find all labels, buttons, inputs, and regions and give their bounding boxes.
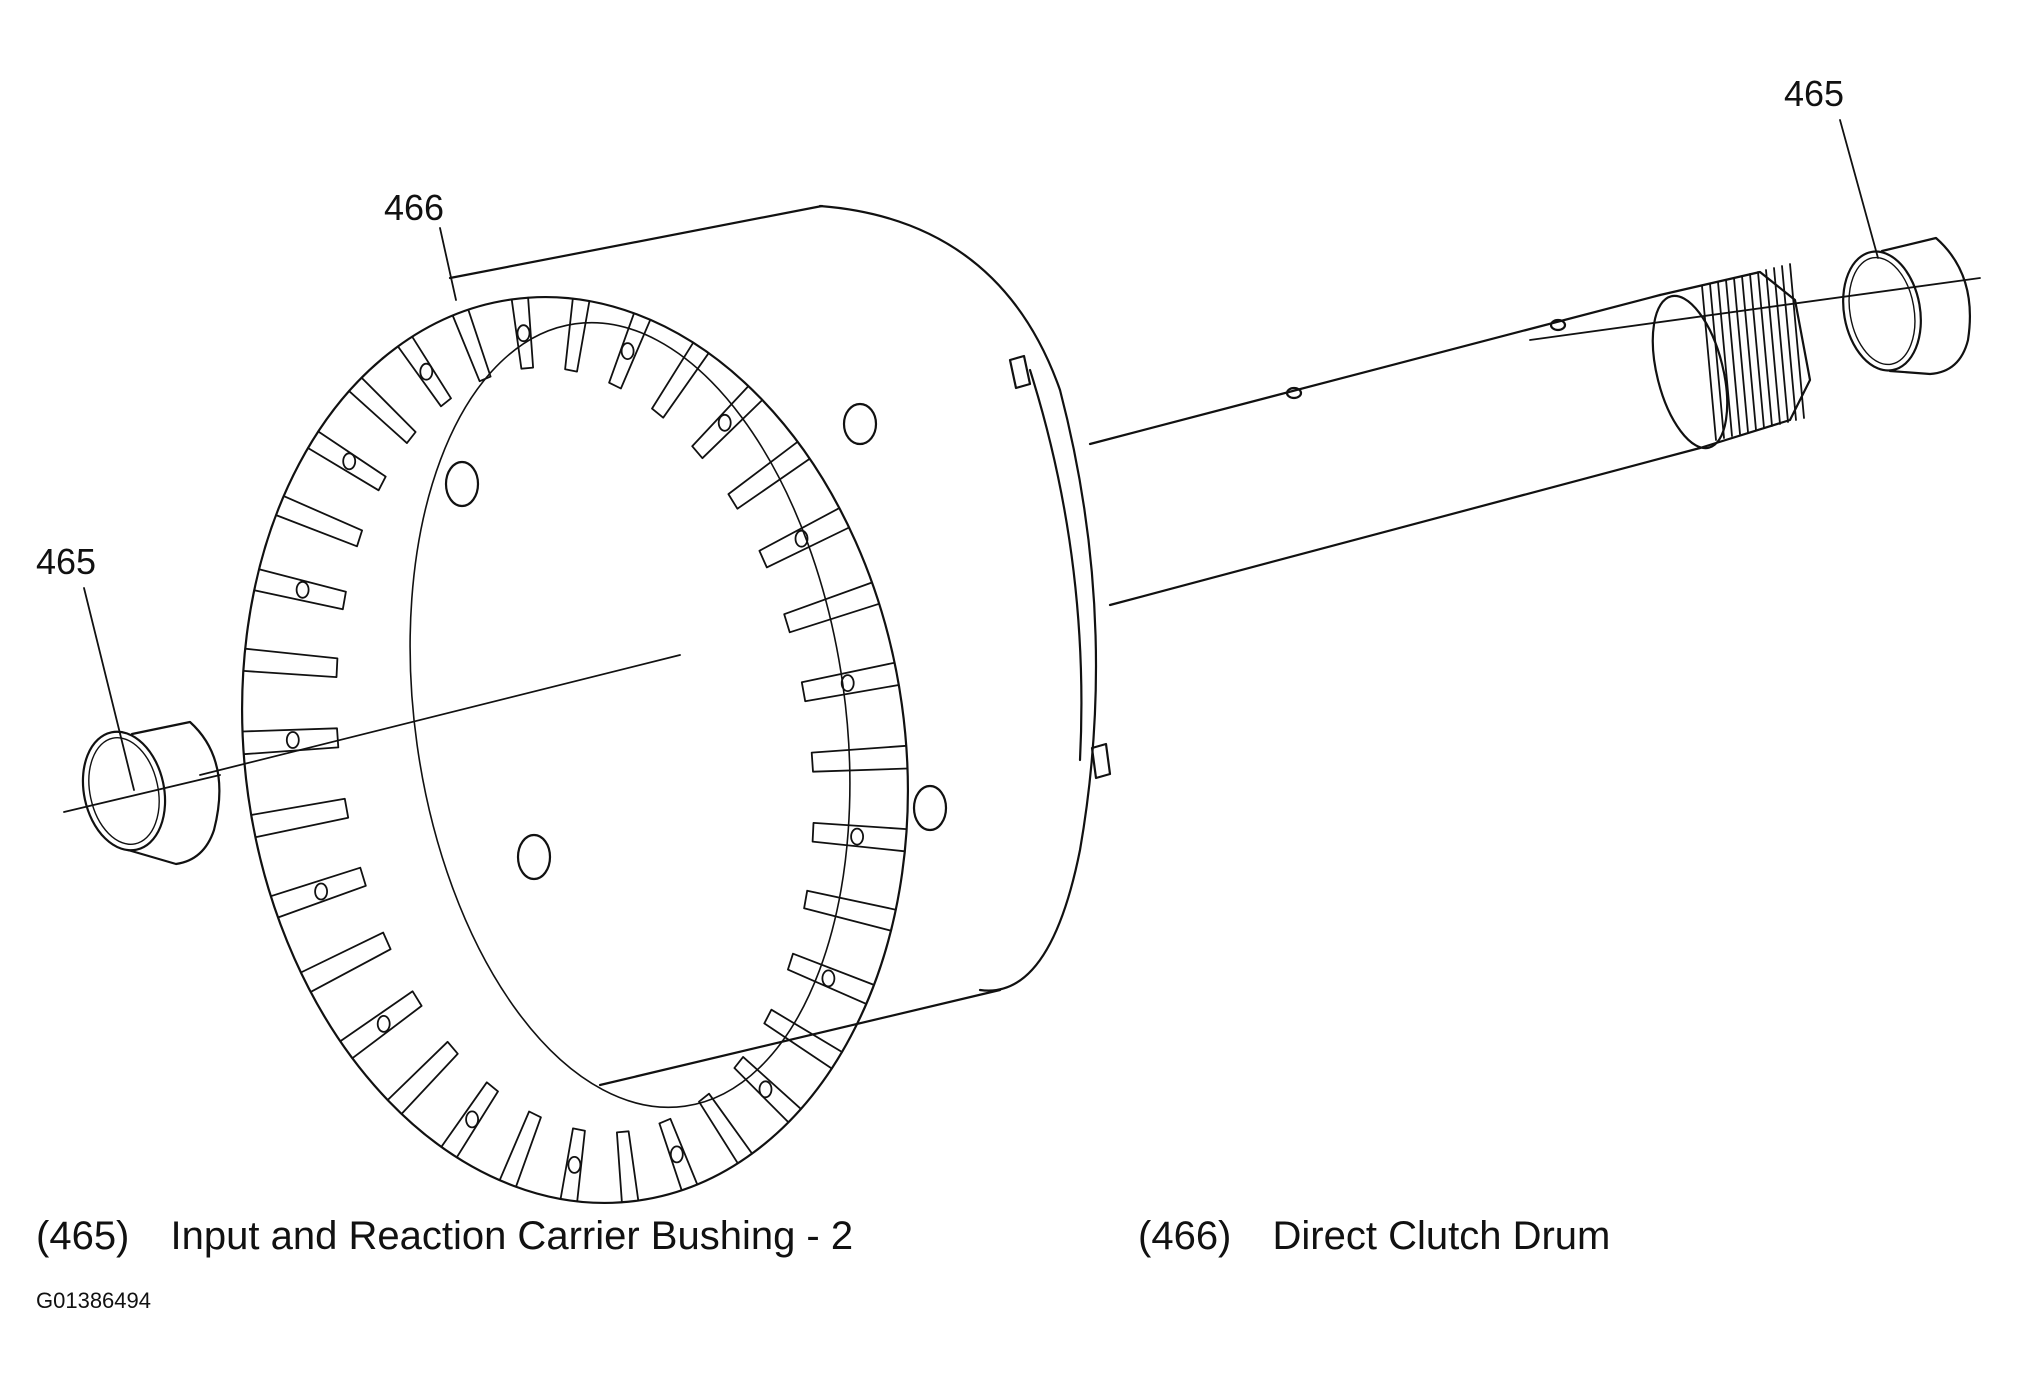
leader-line xyxy=(439,227,457,301)
drum-spline-tooth xyxy=(800,661,900,703)
shaft-spline-ridge xyxy=(1773,267,1789,423)
drum-spline-tooth xyxy=(803,889,897,932)
shaft-spline-ridge xyxy=(1749,273,1765,429)
shaft-spline-ridge xyxy=(1741,275,1757,431)
shaft-spline-ridge xyxy=(1733,277,1749,433)
drum-spline-tooth xyxy=(242,647,339,678)
shaft-spline-ridge xyxy=(1757,271,1773,427)
drum-spline-tooth xyxy=(727,440,811,510)
drum-spline-tooth xyxy=(763,1008,843,1070)
drum-spline-tooth xyxy=(811,822,908,853)
drum-spline-hole xyxy=(758,1080,773,1099)
drum-spline-tooth xyxy=(810,744,909,773)
drum-spline-tooth xyxy=(270,866,367,919)
drum-spline-tooth xyxy=(651,341,710,419)
shaft-spline-ridge xyxy=(1765,269,1781,425)
legend-item-466: (466) Direct Clutch Drum xyxy=(1138,1214,1610,1259)
shaft-splines xyxy=(1701,263,1805,441)
drum-spline-hole xyxy=(794,529,809,548)
callout-466: 466 xyxy=(384,187,444,228)
legend-number: (466) xyxy=(1138,1214,1232,1258)
callout-465-right: 465 xyxy=(1784,73,1844,114)
drum-spline-tooth xyxy=(440,1081,499,1159)
drum-spline-tooth xyxy=(348,376,417,444)
shaft-spline-ridge xyxy=(1725,279,1741,435)
drum-spline-tooth xyxy=(783,581,880,634)
drum-spline-hole xyxy=(821,969,836,988)
figure-id: G01386494 xyxy=(36,1288,151,1313)
drum-tab xyxy=(1090,742,1112,780)
bushing-left xyxy=(63,720,221,866)
callout-465-left: 465 xyxy=(36,541,96,582)
drum-spline-tooth xyxy=(698,1092,753,1165)
drum-spline-tooth xyxy=(733,1056,802,1124)
drum-spline-tooth xyxy=(498,1110,542,1188)
drum-spline-tooth xyxy=(275,495,363,548)
shaft-oil-hole xyxy=(1285,386,1303,400)
shaft-spline-ridge xyxy=(1709,283,1725,439)
drum-tab xyxy=(1008,354,1032,390)
drum-spline-hole xyxy=(516,324,531,343)
shaft-oil-hole xyxy=(1549,318,1567,332)
shaft-spline-ridge xyxy=(1701,285,1717,441)
leader-line xyxy=(1839,119,1879,259)
drum-hole xyxy=(912,784,948,832)
drum-spline-hole xyxy=(717,413,732,432)
drum-spline-tooth xyxy=(787,952,875,1005)
direct-clutch-drum xyxy=(199,204,1112,1205)
drum-spline-hole xyxy=(285,731,300,749)
drum-spline-hole xyxy=(376,1015,391,1033)
drum-spline-tooth xyxy=(758,507,850,569)
drum-spline-tooth xyxy=(397,335,452,408)
drum-spline-hole xyxy=(620,342,635,361)
drum-spline-tooth xyxy=(510,296,534,370)
drum-spline-hole xyxy=(850,827,864,846)
drum-spline-hole xyxy=(295,580,310,599)
legend-item-465: (465) Input and Reaction Carrier Bushing… xyxy=(36,1214,853,1259)
drum-spline-hole xyxy=(465,1110,480,1129)
drum-spline-tooth xyxy=(658,1117,699,1192)
drum-spline-tooth xyxy=(250,797,350,839)
drum-spline-tooth xyxy=(253,568,347,611)
drum-hole xyxy=(516,833,552,881)
legend-description: Input and Reaction Carrier Bushing - 2 xyxy=(170,1214,854,1258)
drum-hole xyxy=(444,460,480,508)
bushing-right xyxy=(1842,236,1972,376)
input-shaft xyxy=(1088,263,1981,607)
drum-spline-tooth xyxy=(241,727,340,756)
shaft-spline-ridge xyxy=(1717,281,1733,437)
drum-spline-hole xyxy=(314,882,329,901)
drum-spline-tooth xyxy=(564,297,591,373)
drum-spline-tooth xyxy=(339,990,423,1060)
drum-spline-hole xyxy=(669,1145,684,1164)
leader-line xyxy=(83,587,135,791)
drum-spline-tooth xyxy=(616,1130,640,1204)
drum-spline-tooth xyxy=(307,430,387,492)
drum-hole xyxy=(842,402,878,446)
drum-spline-tooth xyxy=(451,308,492,383)
legend-description: Direct Clutch Drum xyxy=(1272,1214,1611,1258)
drum-spline-hole xyxy=(419,362,434,381)
drum-spline-tooth xyxy=(386,1040,459,1115)
drum-spline-tooth xyxy=(300,931,392,993)
drum-splines xyxy=(241,296,909,1204)
drum-spline-hole xyxy=(840,674,855,692)
shaft-spline-ridge xyxy=(1781,265,1797,421)
shaft-spline-ridge xyxy=(1789,263,1805,419)
drum-spline-hole xyxy=(342,452,357,471)
drum-spline-tooth xyxy=(691,385,764,460)
legend-number: (465) xyxy=(36,1214,130,1258)
drum-spline-hole xyxy=(567,1156,582,1174)
